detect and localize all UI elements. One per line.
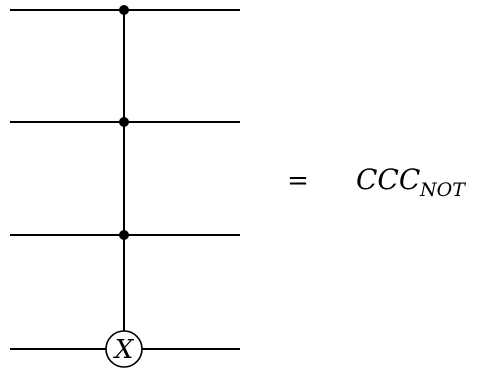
x-gate-circle [105, 330, 143, 368]
x-gate: X [105, 330, 143, 368]
gate-name-base: CCC [356, 163, 420, 196]
gate-name: CCC NOT [356, 163, 466, 201]
gate-name-subscript: NOT [419, 179, 466, 201]
control-dot [119, 5, 129, 15]
control-dot [119, 230, 129, 240]
equals-sign: = [287, 166, 309, 196]
control-dots [119, 5, 129, 240]
x-gate-label: X [113, 335, 135, 365]
control-dot [119, 117, 129, 127]
